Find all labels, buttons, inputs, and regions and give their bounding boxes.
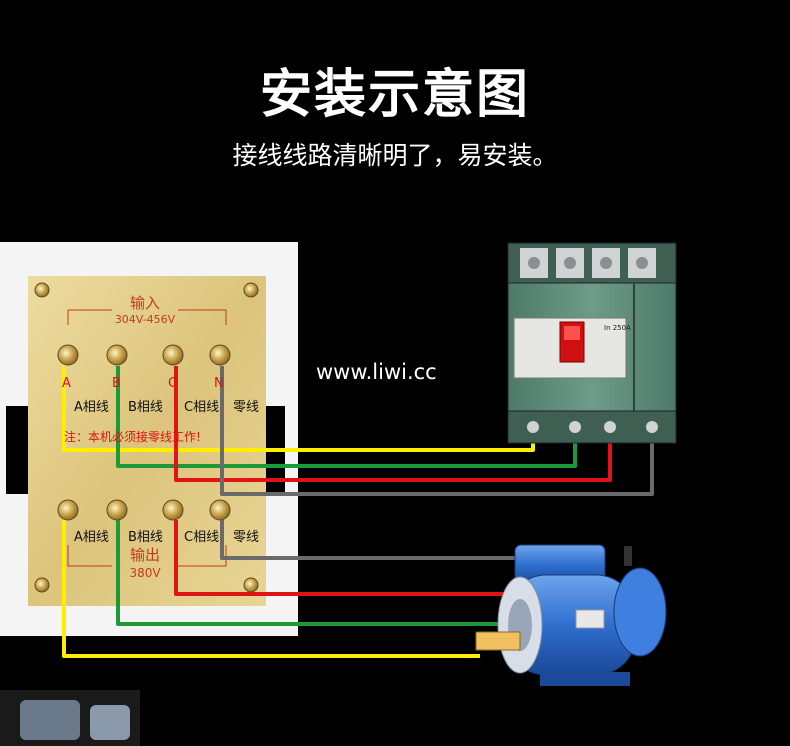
input-bracket [67, 309, 227, 325]
panel-screws [34, 282, 259, 593]
background-equipment [0, 690, 140, 746]
input-title: 输入 [129, 294, 160, 312]
neutral-warning-note: 注：本机必须接零线工作! [64, 430, 201, 444]
input-label-b: B相线 [128, 400, 163, 415]
output-label-a: A相线 [74, 530, 109, 545]
output-title: 输出 [129, 546, 160, 564]
page-subtitle: 接线线路清晰明了，易安装。 [232, 141, 558, 170]
website-watermark: www.liwi.cc [316, 360, 437, 384]
input-label-c: C相线 [184, 400, 220, 415]
input-label-a: A相线 [74, 400, 109, 415]
page-title: 安装示意图 [259, 65, 530, 125]
output-voltage: 380V [129, 566, 161, 580]
electric-motor [475, 544, 667, 686]
output-label-b: B相线 [128, 530, 163, 545]
terminal-letter-a: A [62, 376, 71, 391]
input-terminals [57, 344, 231, 366]
output-terminals [57, 499, 231, 521]
input-voltage: 304V-456V [114, 313, 176, 326]
output-bracket [67, 545, 227, 567]
breaker-rating: In 250A [604, 324, 631, 332]
terminal-letter-b: B [112, 376, 121, 391]
terminal-letter-n: N [214, 376, 224, 391]
output-wires [62, 520, 520, 658]
input-label-n: 零线 [233, 400, 260, 415]
circuit-breaker: In 250A [507, 242, 677, 444]
output-label-c: C相线 [184, 530, 220, 545]
terminal-letter-c: C [168, 376, 178, 391]
panel-left-tab [6, 406, 28, 494]
output-label-n: 零线 [233, 530, 260, 545]
